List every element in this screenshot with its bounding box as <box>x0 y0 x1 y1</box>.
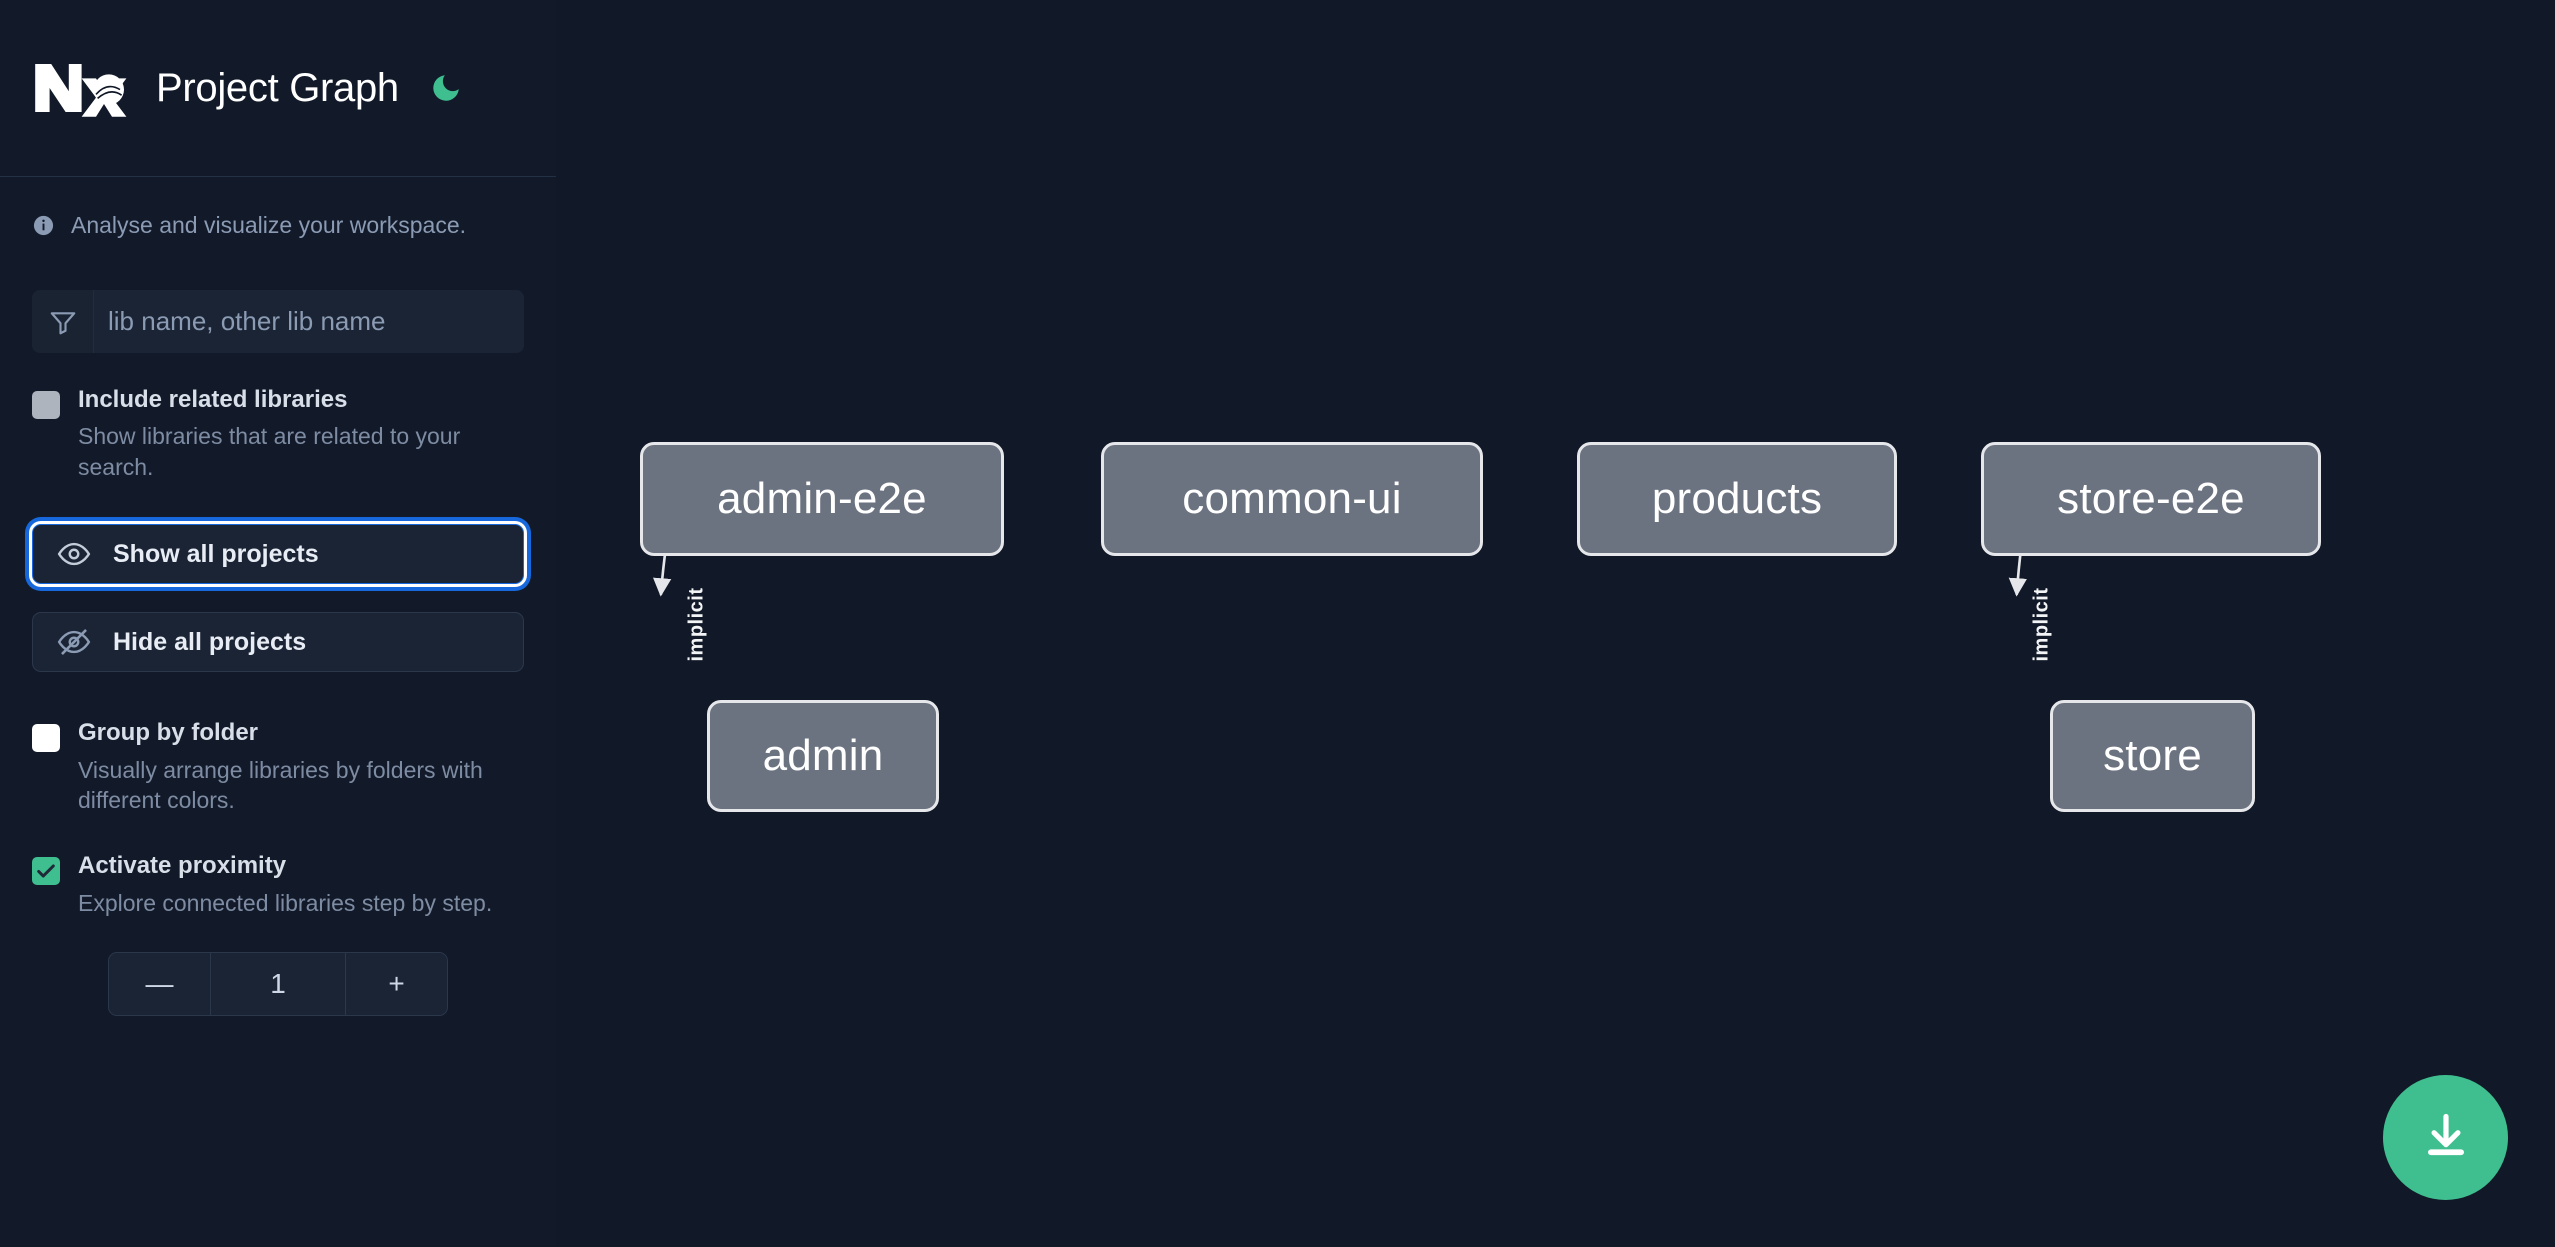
option-label: Include related libraries <box>78 386 348 413</box>
info-icon <box>32 214 55 237</box>
graph-node-label: admin-e2e <box>717 474 927 523</box>
show-all-projects-button[interactable]: Show all projects <box>32 524 524 585</box>
sidebar-tagline: Analyse and visualize your workspace. <box>32 212 524 239</box>
download-icon <box>2420 1110 2472 1165</box>
graph-node-label: admin <box>762 731 884 780</box>
graph-node-store-e2e[interactable]: store-e2e <box>1981 442 2321 556</box>
graph-edge-label-admin: implicit <box>685 587 708 662</box>
checkbox-include-related-libraries[interactable] <box>32 391 60 419</box>
nx-logo <box>32 56 128 120</box>
checkbox-group-by-folder[interactable] <box>32 724 60 753</box>
sidebar-body: Analyse and visualize your workspace. In… <box>0 212 556 1016</box>
option-group-by-folder[interactable]: Group by folder Visually arrange librari… <box>32 719 524 815</box>
moon-icon[interactable] <box>425 67 467 109</box>
graph-node-admin-e2e[interactable]: admin-e2e <box>640 442 1004 556</box>
graph-node-admin[interactable]: admin <box>707 700 939 812</box>
page-title: Project Graph <box>156 65 399 110</box>
sidebar: Project Graph Analyse and visualize your… <box>0 0 556 1247</box>
project-graph-canvas[interactable]: admin-e2e common-ui products store-e2e a… <box>556 0 2555 1247</box>
text-filter-box <box>32 290 524 353</box>
graph-node-products[interactable]: products <box>1577 442 1897 556</box>
proximity-decrement-button[interactable]: — <box>109 952 211 1015</box>
sidebar-tagline-text: Analyse and visualize your workspace. <box>71 212 467 238</box>
option-description: Explore connected libraries step by step… <box>78 889 493 916</box>
hide-all-projects-label: Hide all projects <box>113 627 307 656</box>
proximity-increment-button[interactable]: + <box>345 952 447 1015</box>
funnel-icon <box>32 290 94 353</box>
graph-node-label: products <box>1651 474 1823 523</box>
option-description: Visually arrange libraries by folders wi… <box>78 756 483 813</box>
proximity-value: 1 <box>211 952 345 1015</box>
eye-icon <box>57 537 91 571</box>
graph-node-label: common-ui <box>1182 474 1402 523</box>
search-input[interactable] <box>94 290 524 353</box>
graph-node-common-ui[interactable]: common-ui <box>1101 442 1483 556</box>
option-label: Activate proximity <box>78 852 287 880</box>
sidebar-header: Project Graph <box>0 0 556 177</box>
download-graph-button[interactable] <box>2383 1075 2508 1200</box>
graph-node-store[interactable]: store <box>2050 700 2255 812</box>
eye-off-icon <box>57 625 91 659</box>
graph-edge-label-store: implicit <box>2030 587 2053 662</box>
proximity-stepper: — 1 + <box>108 951 448 1016</box>
show-all-projects-label: Show all projects <box>113 539 319 568</box>
hide-all-projects-button[interactable]: Hide all projects <box>32 612 524 673</box>
graph-node-label: store <box>2103 731 2202 780</box>
graph-edges <box>653 450 2051 597</box>
option-description: Show libraries that are related to your … <box>78 423 461 480</box>
option-include-related-libraries[interactable]: Include related libraries Show libraries… <box>32 386 524 482</box>
graph-node-label: store-e2e <box>2057 474 2245 523</box>
option-activate-proximity[interactable]: Activate proximity Explore connected lib… <box>32 853 524 918</box>
option-label: Group by folder <box>78 719 258 747</box>
checkbox-activate-proximity[interactable] <box>32 857 60 886</box>
